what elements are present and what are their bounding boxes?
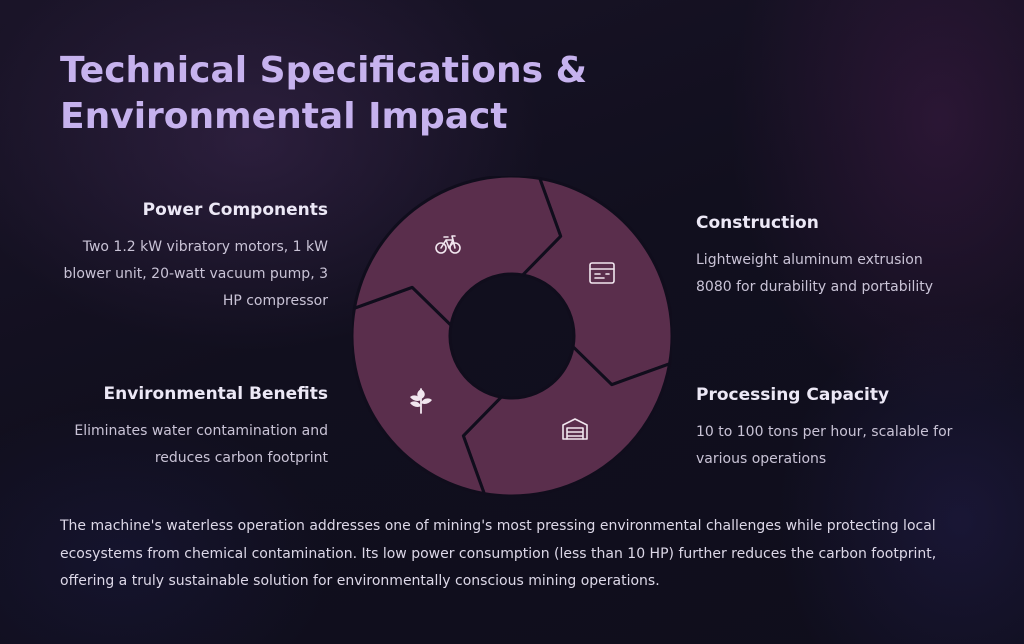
power-components-text: Two 1.2 kW vibratory motors, 1 kW blower… [63,239,328,309]
bicycle-icon [435,235,461,254]
footer-paragraph: The machine's waterless operation addres… [60,518,937,589]
cycle-diagram [352,176,672,496]
cycle-segments [352,176,672,496]
environmental-benefits-text: Eliminates water contamination and reduc… [74,423,328,466]
power-components-heading: Power Components [142,200,328,220]
section-power-components: Power Components Two 1.2 kW vibratory mo… [58,200,328,315]
panel-icon [589,262,615,284]
page-title: Technical Specifications & Environmental… [60,50,588,137]
section-processing-capacity: Processing Capacity 10 to 100 tons per h… [696,385,958,473]
warehouse-icon [562,418,588,440]
segment-environmental [352,285,503,496]
section-construction: Construction Lightweight aluminum extrus… [696,213,946,301]
construction-text: Lightweight aluminum extrusion 8080 for … [696,252,934,295]
segment-construction [521,176,672,387]
leaf-icon [410,388,432,414]
processing-capacity-heading: Processing Capacity [696,385,890,405]
environmental-benefits-heading: Environmental Benefits [103,384,328,404]
construction-heading: Construction [696,213,819,233]
segment-capacity [461,345,672,496]
processing-capacity-text: 10 to 100 tons per hour, scalable for va… [696,424,953,467]
section-environmental-benefits: Environmental Benefits Eliminates water … [58,384,328,472]
segment-power [352,176,563,327]
